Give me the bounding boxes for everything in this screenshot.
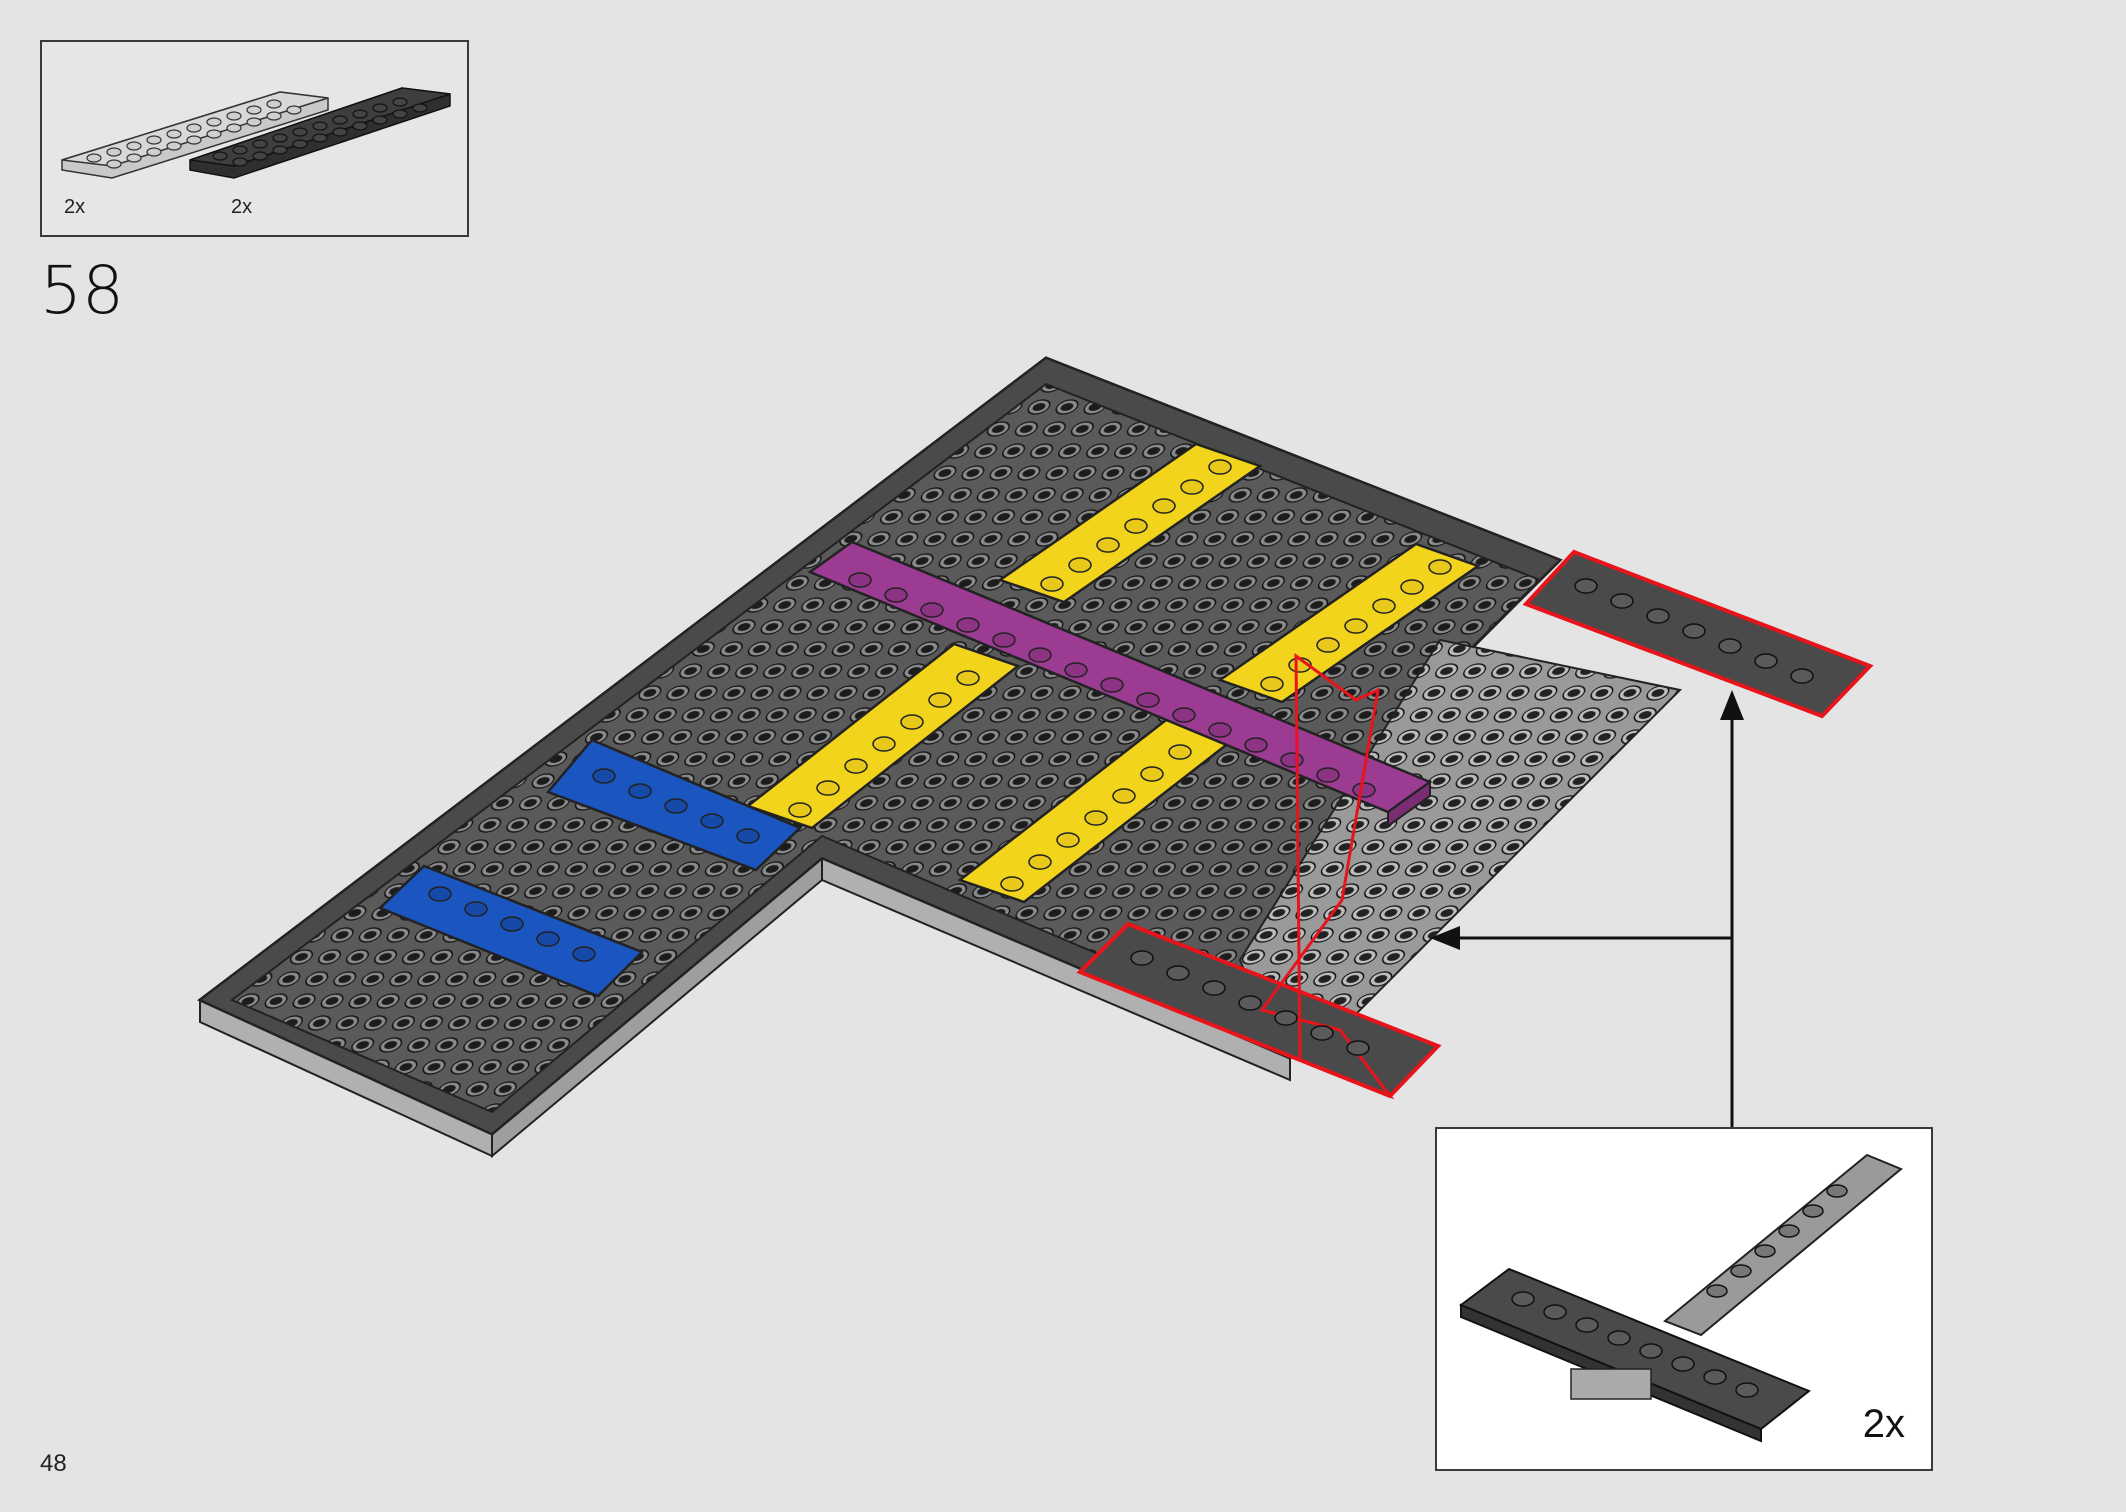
page-number: 48	[40, 1450, 67, 1477]
parts-list-box: 2x 2x	[40, 40, 469, 237]
dark-gray-plate-icon	[189, 87, 451, 179]
parts-illustration	[61, 87, 451, 179]
subassembly-qty: 2x	[1862, 1402, 1905, 1446]
yellow-plates	[745, 442, 1481, 904]
baseplate	[197, 356, 1683, 1159]
placement-arrows	[1430, 690, 1744, 1127]
arrow-left-icon	[1430, 926, 1460, 950]
subassembly-illustration	[1458, 1153, 1903, 1443]
blue-plates	[377, 738, 803, 998]
subassembly-callout: 2x	[1435, 1127, 1933, 1471]
new-dark-plates-highlight	[1076, 549, 1874, 1100]
dark-gray-plate-qty: 2x	[231, 196, 253, 218]
light-gray-plate-icon	[61, 91, 329, 179]
light-gray-plate-qty: 2x	[64, 196, 86, 218]
magenta-plate	[807, 540, 1433, 828]
arrow-up-icon	[1720, 690, 1744, 720]
step-number: 58	[40, 252, 124, 329]
